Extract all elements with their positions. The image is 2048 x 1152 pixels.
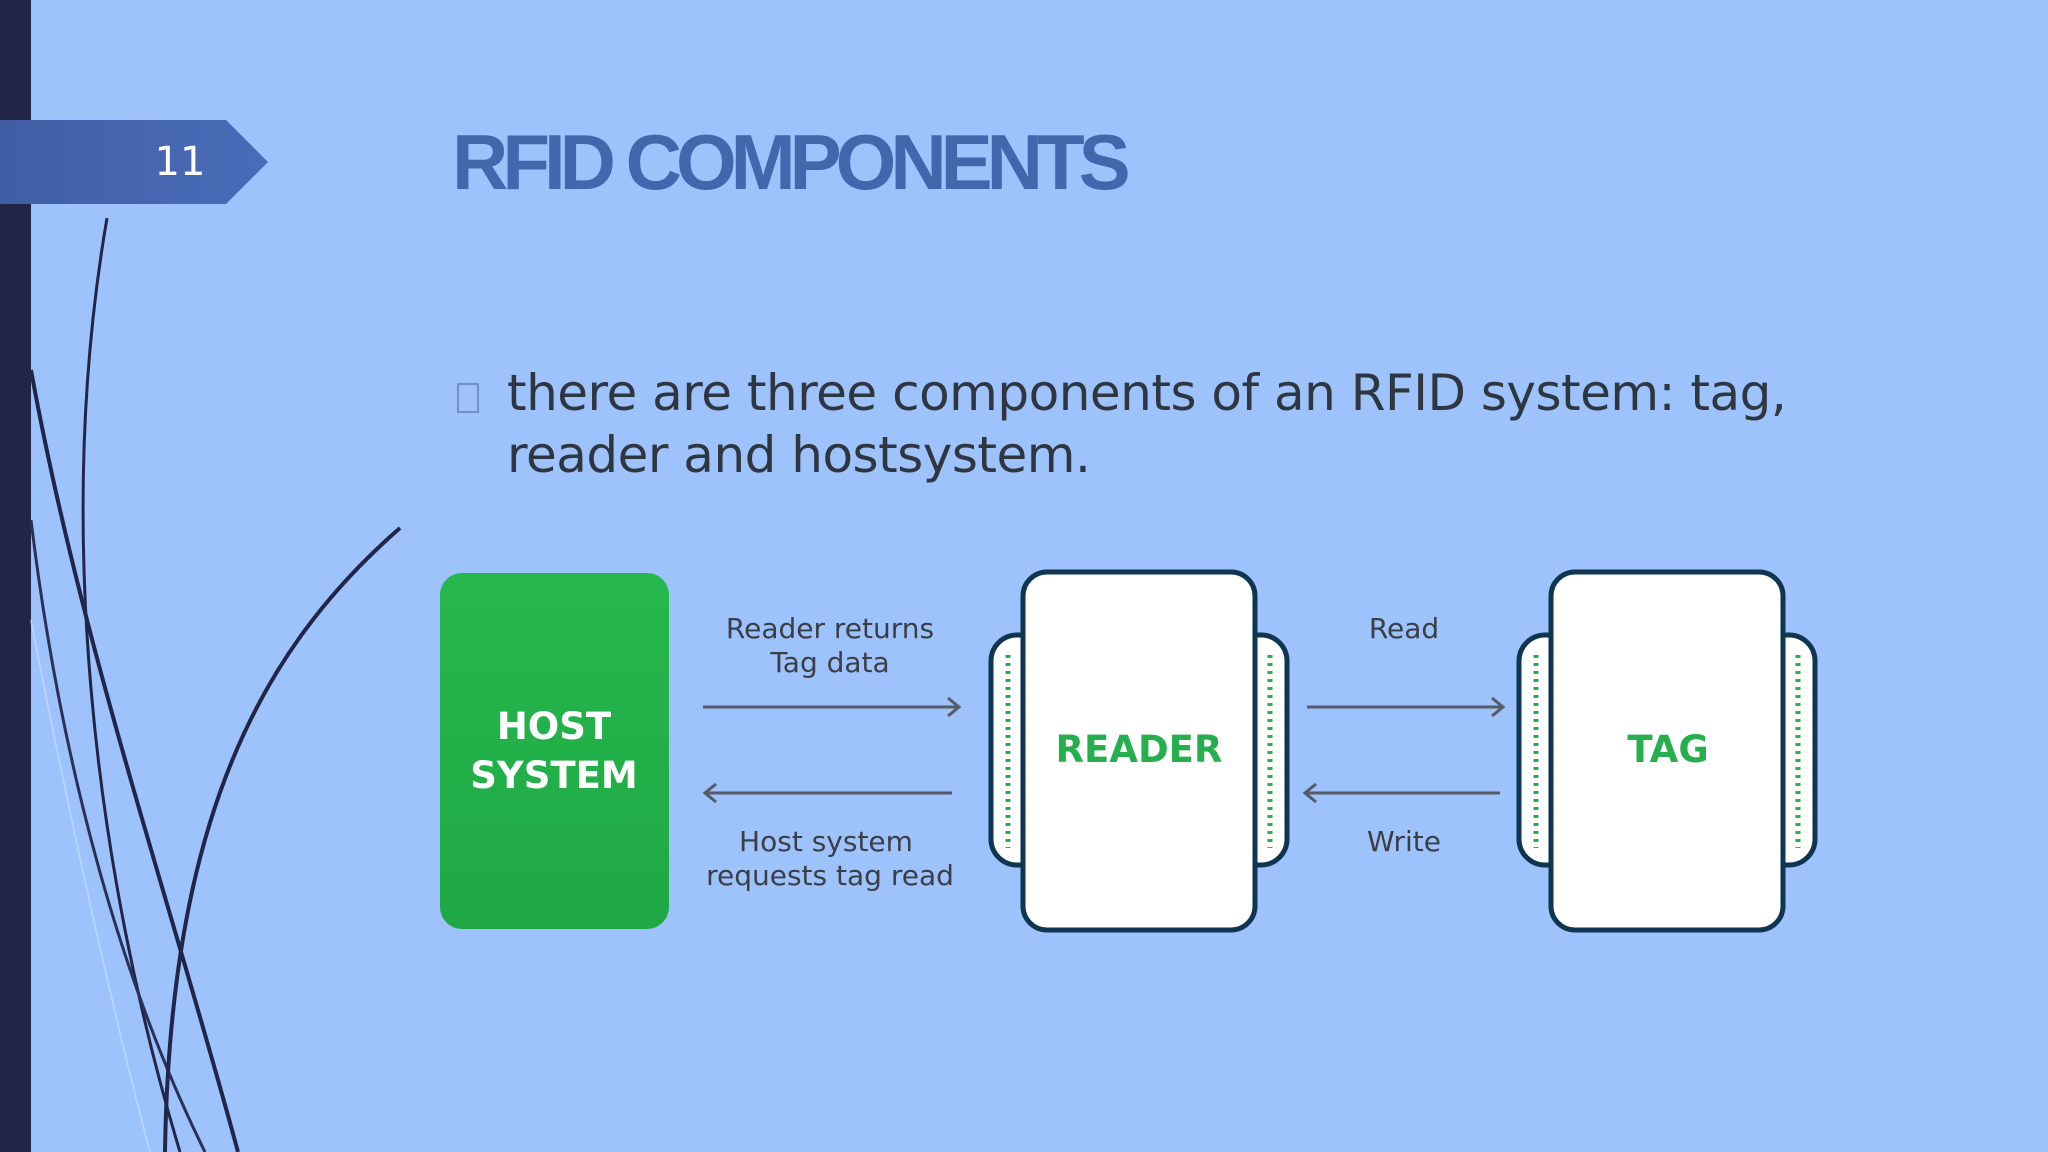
bullet-text: there are three components of an RFID sy… [507, 364, 1787, 484]
slide-title: RFID COMPONENTS [452, 118, 1131, 206]
arrow-reader-to-tag [1307, 696, 1506, 718]
host-reader-top-line2: Tag data [769, 646, 889, 679]
arrow-host-to-reader [703, 696, 962, 718]
host-system-box [440, 573, 669, 929]
host-reader-top-line1: Reader returns [726, 612, 934, 645]
read-label: Read [1369, 612, 1439, 645]
slide-number: 11 [154, 139, 206, 185]
slide-number-badge [0, 120, 268, 204]
tag-label: TAG [1627, 728, 1708, 771]
host-label-line1: HOST [497, 705, 612, 748]
arrow-reader-to-host [702, 782, 952, 804]
host-label-line2: SYSTEM [470, 754, 637, 797]
reader-label: READER [1056, 728, 1223, 771]
write-label: Write [1367, 825, 1441, 858]
reader-device [988, 569, 1290, 933]
host-reader-bottom-line2: requests tag read [706, 859, 954, 892]
tag-device [1516, 569, 1818, 933]
host-reader-bottom-line1: Host system [739, 825, 913, 858]
arrow-tag-to-reader [1302, 782, 1500, 804]
bullet-box-icon [457, 383, 479, 413]
